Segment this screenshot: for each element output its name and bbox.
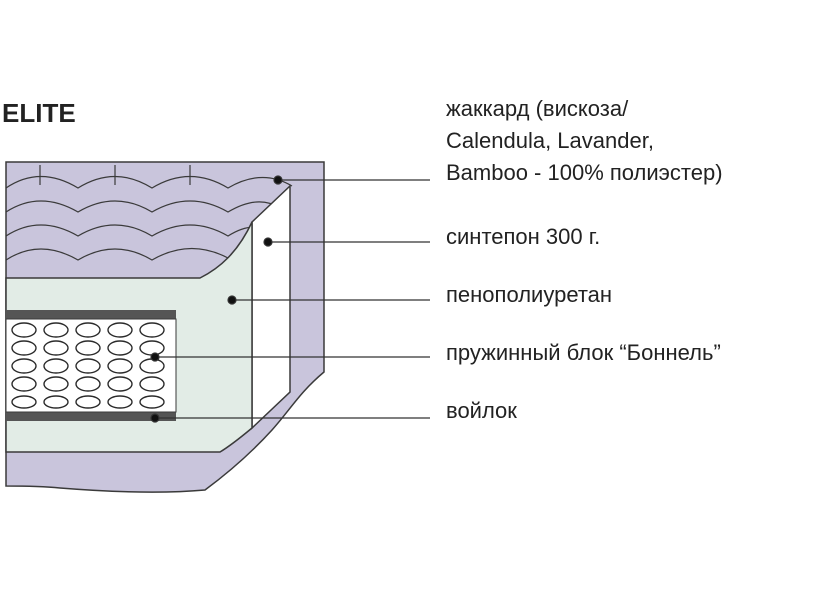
label-ppu: пенополиуретан bbox=[446, 282, 613, 307]
leader-lines bbox=[150, 175, 430, 423]
label-jacquard-line2: Calendula, Lavander, bbox=[446, 128, 654, 153]
sintepon-layer bbox=[251, 184, 291, 430]
label-spring-block: пружинный блок “Боннель” bbox=[446, 340, 721, 365]
label-jacquard-line3: Bamboo - 100% полиэстер) bbox=[446, 160, 723, 185]
product-title: ELITE bbox=[2, 98, 76, 128]
label-felt: войлок bbox=[446, 398, 517, 423]
label-jacquard-line1: жаккард (вискоза/ bbox=[446, 96, 629, 121]
felt-top bbox=[6, 310, 176, 319]
felt-bottom bbox=[6, 412, 176, 421]
springs bbox=[11, 322, 165, 409]
label-sintepon: синтепон 300 г. bbox=[446, 224, 601, 249]
quilt-pattern bbox=[5, 165, 293, 261]
